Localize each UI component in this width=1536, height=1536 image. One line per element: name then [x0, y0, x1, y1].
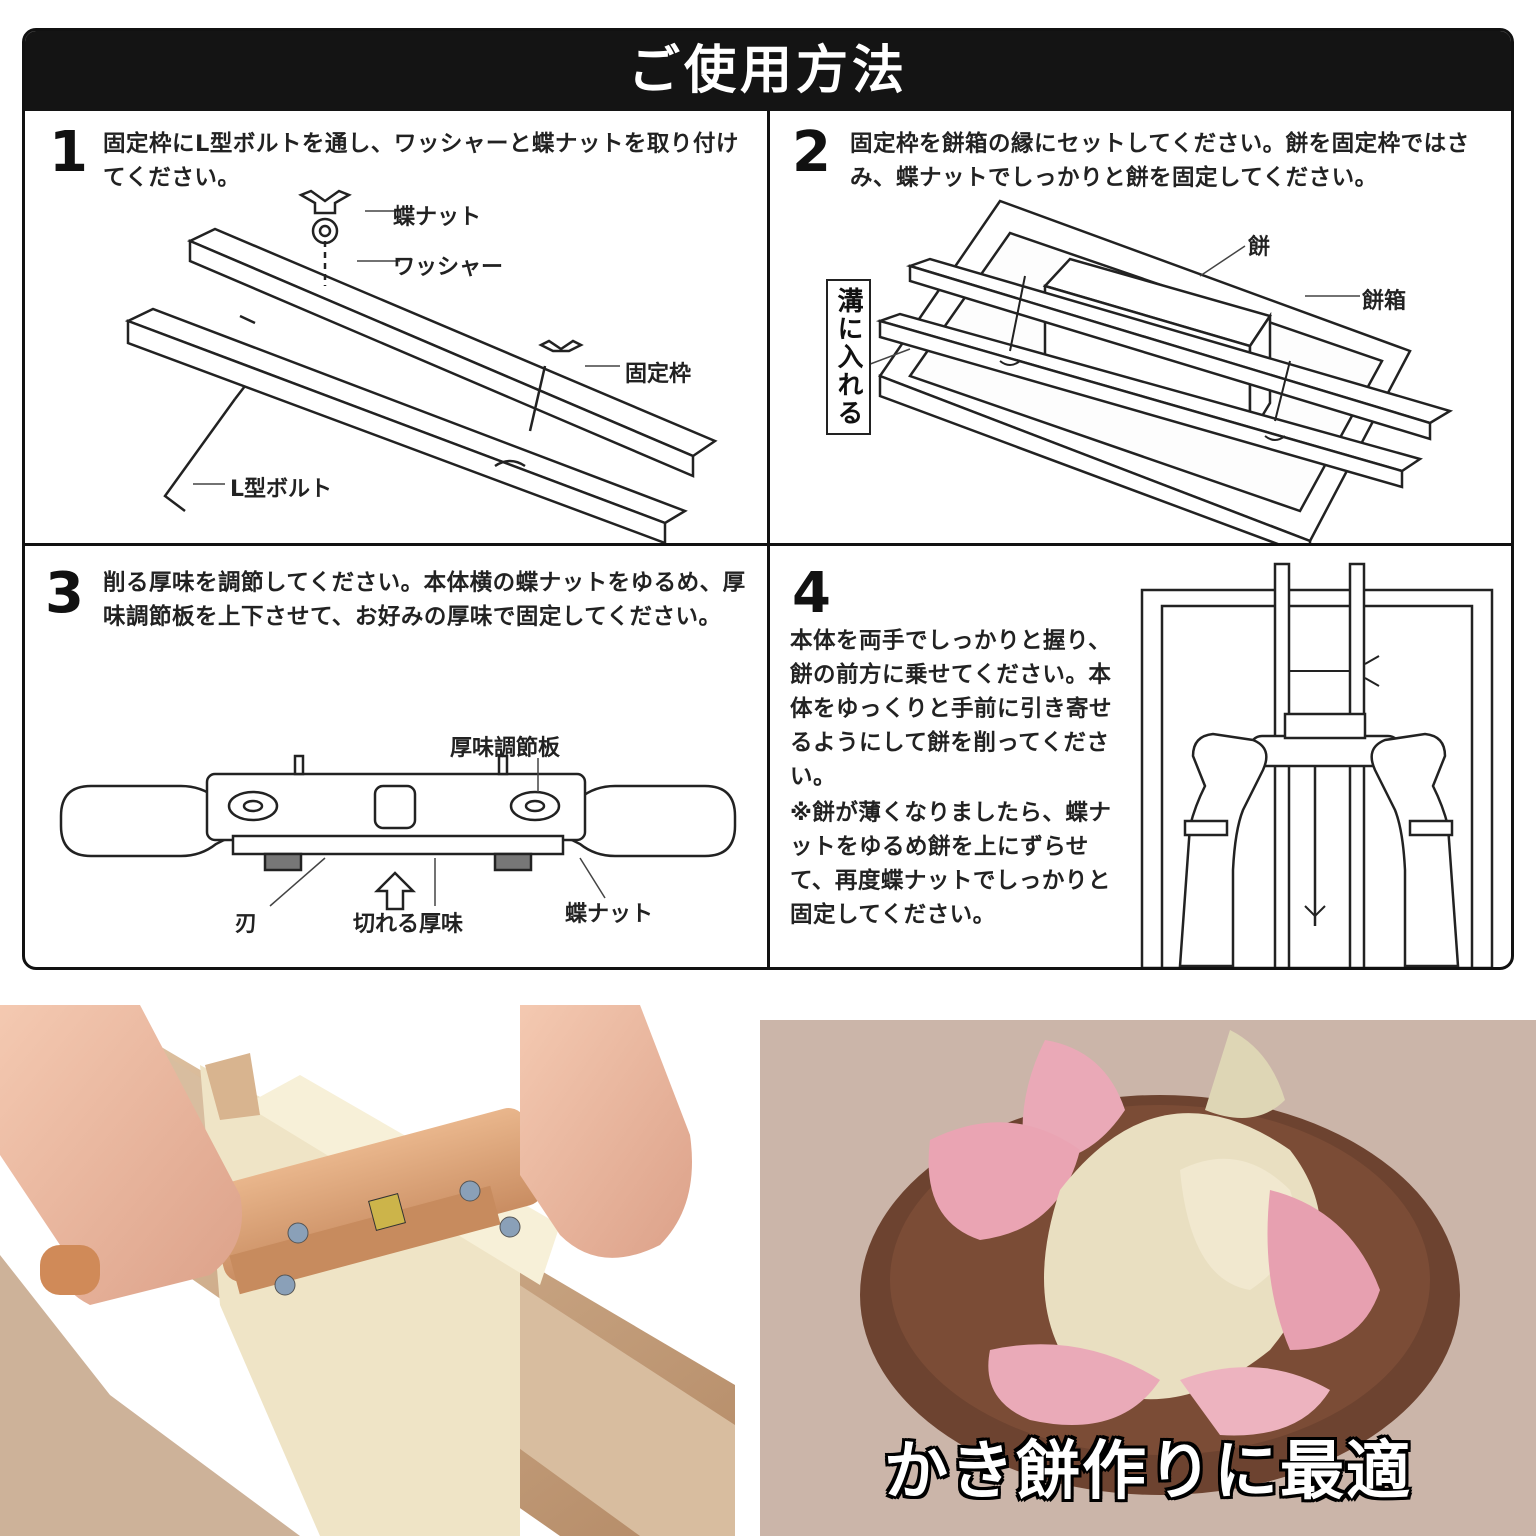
- step-2-text: 固定枠を餅箱の縁にセットしてください。餅を固定枠ではさみ、蝶ナットでしっかりと餅…: [850, 131, 1470, 191]
- step-4-panel: 4 本体を両手でしっかりと握り、餅の前方に乗せてください。本体をゆっくりと手前に…: [770, 546, 1511, 967]
- panel-divider-vertical: [767, 111, 770, 967]
- slicer-photo-render: [0, 1005, 735, 1536]
- panel-divider-horizontal: [25, 543, 1511, 546]
- instructions-frame: ご使用方法 1 固定枠にL型ボルトを通し、ワッシャーと蝶ナットを取り付けてくださ…: [22, 28, 1514, 970]
- header-bar: ご使用方法: [25, 31, 1511, 111]
- product-in-use-photo: [0, 1005, 735, 1536]
- mochi-box-illustration: [864, 199, 1454, 543]
- step-3-panel: 3 削る厚味を調節してください。本体横の蝶ナットをゆるめ、厚味調節板を上下させて…: [25, 546, 767, 967]
- label-thickness-plate: 厚味調節板: [450, 736, 561, 761]
- step-1-text: 固定枠にL型ボルトを通し、ワッシャーと蝶ナットを取り付けてください。: [103, 131, 739, 191]
- frame-assembly-illustration: [124, 189, 718, 543]
- bowl-photo-render: [760, 1020, 1536, 1536]
- step-2-panel: 2 固定枠を餅箱の縁にセットしてください。餅を固定枠ではさみ、蝶ナットでしっかり…: [770, 111, 1511, 543]
- page-title: ご使用方法: [627, 41, 908, 101]
- slicer-tool-illustration: [59, 754, 737, 911]
- step-3-text: 削る厚味を調節してください。本体横の蝶ナットをゆるめ、厚味調節板を上下させて、お…: [103, 570, 746, 630]
- label-l-bolt: L型ボルト: [230, 477, 333, 502]
- step-1-number: 1: [49, 120, 88, 185]
- step-2-number: 2: [792, 120, 831, 185]
- photo-caption: かき餅作りに最適: [884, 1434, 1412, 1509]
- label-fixing-frame: 固定枠: [625, 362, 692, 387]
- label-wing-nut: 蝶ナット: [393, 205, 482, 230]
- label-insert-groove: 溝に入れる: [826, 279, 871, 435]
- step-3-number: 3: [45, 561, 84, 626]
- kakimochi-bowl-photo: かき餅作りに最適: [760, 1020, 1536, 1536]
- step-4-text: 本体を両手でしっかりと握り、餅の前方に乗せてください。本体をゆっくりと手前に引き…: [790, 628, 1113, 790]
- label-mochi: 餅: [1248, 235, 1271, 260]
- label-blade: 刃: [235, 912, 258, 937]
- label-cut-thickness: 切れる厚味: [353, 912, 464, 937]
- label-wing-nut-2: 蝶ナット: [565, 902, 654, 927]
- step-4-number: 4: [792, 561, 831, 626]
- step-1-panel: 1 固定枠にL型ボルトを通し、ワッシャーと蝶ナットを取り付けてください。: [25, 111, 767, 543]
- label-washer: ワッシャー: [393, 255, 504, 280]
- slicing-hands-illustration: [1140, 562, 1494, 967]
- label-mochi-box: 餅箱: [1362, 289, 1407, 314]
- step-4-note: ※餅が薄くなりましたら、蝶ナットをゆるめ餅を上にずらせて、再度蝶ナットでしっかり…: [790, 800, 1112, 928]
